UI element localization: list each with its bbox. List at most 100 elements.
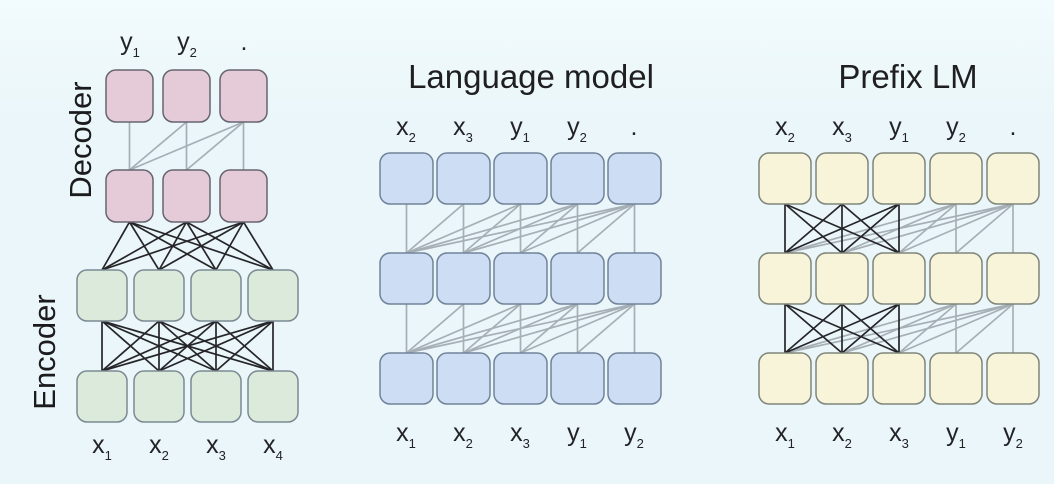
prefix-lm-title: Prefix LM (838, 58, 978, 95)
decoder-layer-bottom-box (162, 169, 211, 223)
lm-layer-middle-box (550, 252, 605, 305)
token-label: y1 (510, 113, 530, 145)
attention-edge-black (158, 221, 245, 271)
lm-layer-middle-box (436, 252, 491, 305)
attention-edge-black (101, 320, 160, 372)
prefix-lm-layer-bottom-box (929, 352, 983, 405)
prefix-lm-layer-top-box (872, 152, 926, 205)
prefix-lm-layer-top-box (986, 152, 1040, 205)
token-label: x2 (775, 113, 795, 145)
token-label: x3 (206, 431, 226, 463)
attention-edge-gray (519, 203, 636, 254)
attention-edge-gray (405, 303, 522, 354)
attention-edge-gray (405, 303, 465, 354)
attention-edge-gray (405, 303, 636, 354)
token-label: y2 (1003, 419, 1023, 451)
prefix-lm-layer-bottom-box (986, 352, 1040, 405)
attention-edge-gray (405, 203, 465, 254)
encoder-layer-bottom-box (76, 370, 128, 423)
token-label: x1 (396, 419, 416, 451)
token-label: . (241, 28, 248, 56)
prefix-lm-layer-top-box (758, 152, 812, 205)
attention-edge-black (101, 221, 131, 271)
token-label: y1 (120, 28, 140, 60)
decoder-layer-top-box (105, 69, 154, 123)
encoder-layer-bottom-box (190, 370, 242, 423)
attention-edge-black (784, 303, 900, 354)
attention-edge-gray (576, 203, 636, 254)
attention-edge-black (101, 320, 217, 372)
token-label: y1 (946, 419, 966, 451)
token-label: y2 (946, 113, 966, 145)
decoder-layer-bottom-box (219, 169, 268, 223)
token-label: y2 (624, 419, 644, 451)
encoder-layer-top-box (247, 269, 299, 322)
token-label: x3 (453, 113, 473, 145)
attention-edge-gray (462, 303, 636, 354)
attention-edge-black (215, 320, 274, 372)
lm-layer-top-box (607, 152, 662, 205)
prefix-lm-layer-bottom-box (872, 352, 926, 405)
attention-edge-black (242, 221, 274, 271)
encoder-layer-bottom-box (133, 370, 185, 423)
token-label: x3 (510, 419, 530, 451)
attention-edge-black (215, 221, 245, 271)
token-label: x2 (396, 113, 416, 145)
encoder-layer-top-box (133, 269, 185, 322)
attention-edge-gray (405, 303, 579, 354)
lm-layer-bottom-box (607, 352, 662, 405)
attention-edge-black (158, 320, 274, 372)
prefix-lm-layer-middle-box (758, 252, 812, 305)
attention-edge-black (784, 303, 843, 354)
encoder-layer-top-box (190, 269, 242, 322)
lm-layer-bottom-box (379, 352, 434, 405)
attention-edge-gray (576, 303, 636, 354)
token-label: y1 (567, 419, 587, 451)
token-label: x3 (832, 113, 852, 145)
attention-edge-black (784, 203, 843, 254)
prefix-lm-layer-bottom-box (758, 352, 812, 405)
token-label: x2 (832, 419, 852, 451)
attention-edge-gray (128, 121, 245, 171)
attention-edge-black (101, 221, 245, 271)
token-label: x2 (149, 431, 169, 463)
attention-edge-black (101, 221, 188, 271)
attention-edge-gray (955, 203, 1014, 254)
lm-layer-top-box (436, 152, 491, 205)
decoder-side-label: Decoder (63, 81, 98, 199)
prefix-lm-layer-middle-box (872, 252, 926, 305)
language-model-title: Language model (408, 58, 654, 95)
attention-edge-gray (185, 121, 245, 171)
attention-edge-gray (841, 203, 1014, 254)
token-label: y2 (567, 113, 587, 145)
token-label: x1 (775, 419, 795, 451)
attention-edge-gray (519, 303, 636, 354)
token-label: y2 (177, 28, 197, 60)
lm-layer-bottom-box (550, 352, 605, 405)
attention-edge-gray (405, 203, 579, 254)
encoder-side-label: Encoder (27, 294, 62, 410)
lm-layer-middle-box (379, 252, 434, 305)
attention-edge-gray (898, 203, 1014, 254)
lm-layer-middle-box (493, 252, 548, 305)
decoder-layer-top-box (162, 69, 211, 123)
token-label: y1 (889, 113, 909, 145)
lm-layer-bottom-box (436, 352, 491, 405)
prefix-lm-layer-top-box (815, 152, 869, 205)
attention-edge-gray (128, 121, 188, 171)
attention-edge-gray (405, 203, 522, 254)
encoder-layer-top-box (76, 269, 128, 322)
token-label: x3 (889, 419, 909, 451)
attention-edge-gray (955, 303, 1014, 354)
lm-layer-top-box (493, 152, 548, 205)
attention-edge-gray (841, 303, 1014, 354)
decoder-layer-top-box (219, 69, 268, 123)
prefix-lm-layer-top-box (929, 152, 983, 205)
attention-edge-black (841, 203, 900, 254)
lm-layer-bottom-box (493, 352, 548, 405)
lm-layer-top-box (550, 152, 605, 205)
